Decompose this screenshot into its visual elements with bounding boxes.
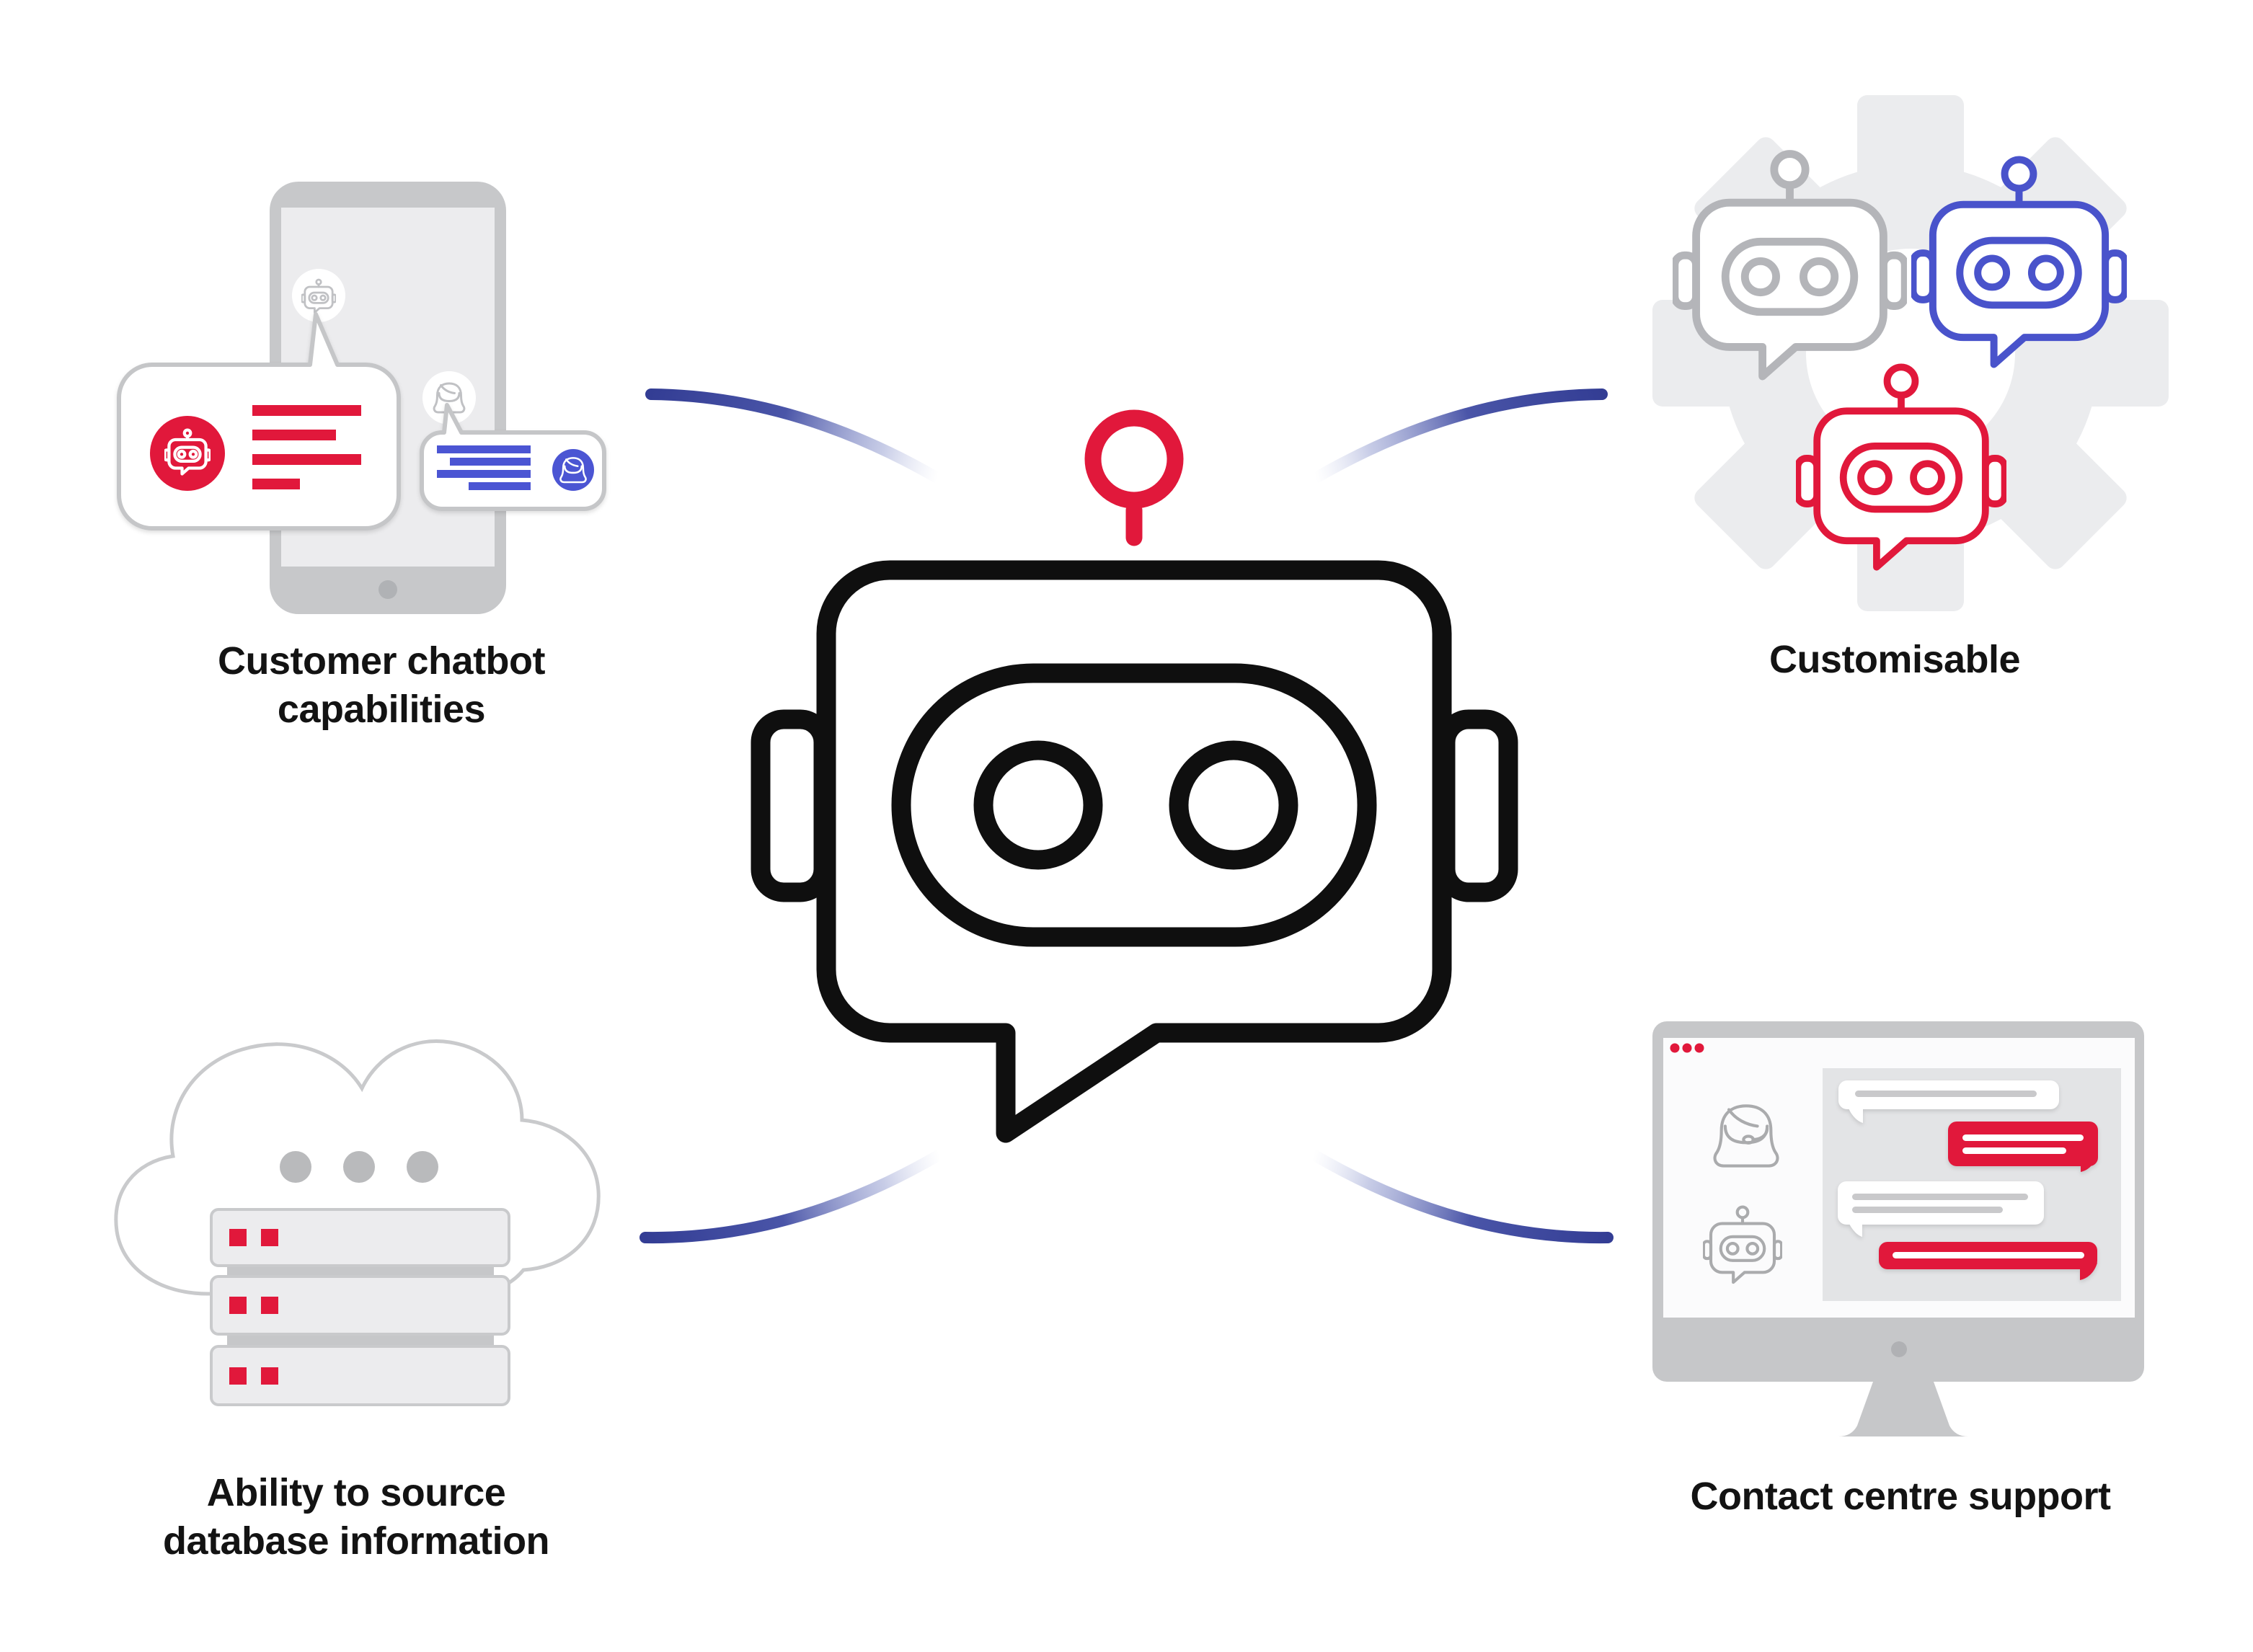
connector-bottom-right xyxy=(1308,1149,1614,1244)
robot-ear-left xyxy=(751,709,833,902)
feature-label-database: Ability to source database information xyxy=(68,1469,645,1566)
robot-face-plate xyxy=(891,663,1377,947)
connector-top-right xyxy=(1310,388,1608,484)
bot-message-text-lines xyxy=(252,405,361,489)
chat-bubble-red-1 xyxy=(1948,1122,2098,1172)
bot-message-avatar xyxy=(150,416,225,491)
server-rows xyxy=(210,1208,510,1406)
server-row xyxy=(210,1275,510,1336)
monitor-chat-illustration xyxy=(1652,1021,2144,1436)
label-line: Customisable xyxy=(1769,638,2021,681)
feature-label-customisable: Customisable xyxy=(1606,636,2183,684)
connector-top-left xyxy=(645,388,943,484)
robot-ear-right xyxy=(1435,709,1518,902)
bot-avatar-circle xyxy=(292,269,345,322)
server-row xyxy=(210,1345,510,1406)
feature-label-customer-chatbot: Customer chatbot capabilities xyxy=(93,637,670,734)
label-line: Ability to source xyxy=(206,1471,506,1514)
robot-head-icon xyxy=(751,560,1518,1143)
window-dots xyxy=(1670,1043,1704,1053)
robot-eye-right xyxy=(1169,740,1298,870)
customer-message-avatar xyxy=(552,449,594,491)
label-line: database information xyxy=(162,1519,550,1563)
monitor-stand xyxy=(1838,1382,1968,1436)
label-line: Customer chatbot xyxy=(217,639,546,683)
cloud-database-illustration xyxy=(114,1039,601,1406)
antenna-icon xyxy=(1084,409,1184,546)
monitor-chin-button xyxy=(1891,1341,1907,1357)
feature-label-contact-centre: Contact centre support xyxy=(1612,1473,2189,1521)
customer-message-text-lines xyxy=(437,445,531,490)
label-line: Contact centre support xyxy=(1690,1475,2111,1518)
smartphone-chat-illustration xyxy=(117,182,606,614)
connector-bottom-left xyxy=(639,1149,945,1244)
label-line: capabilities xyxy=(277,688,486,731)
chat-bubble-agent-2 xyxy=(1838,1181,2044,1237)
chat-bubble-red-2 xyxy=(1879,1242,2097,1280)
server-row xyxy=(210,1208,510,1267)
robot-eye-left xyxy=(973,740,1103,870)
cloud-dots xyxy=(280,1151,438,1183)
central-chatbot-icon xyxy=(751,409,1518,1143)
chat-bubble-agent-1 xyxy=(1838,1080,2059,1123)
phone-home-button xyxy=(379,580,397,599)
robots-gear-illustration xyxy=(1652,95,2169,611)
server-leds xyxy=(229,1229,278,1385)
